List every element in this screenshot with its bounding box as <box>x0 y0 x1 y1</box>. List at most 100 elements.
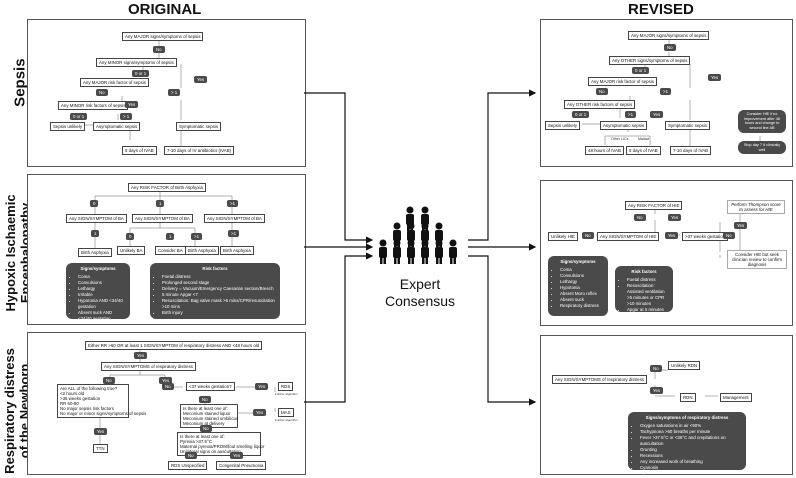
sepsis-r-other-signs: Any OTHER signs/symptoms of sepsis <box>609 56 691 66</box>
sepsis-r-yes2: Yes <box>650 111 664 119</box>
sepsis-r-5days: 5 days of IVAB <box>626 146 661 156</box>
hie-r-no2: No <box>582 232 594 240</box>
hie-r-weeks: >37 weeks gestation <box>682 232 729 242</box>
hie-o-signs-box: Signs/symptoms ComaConvulsionsLethargyIr… <box>66 263 130 321</box>
rdn-o-no2: No <box>162 383 174 391</box>
sepsis-o-gt1: > 1 <box>168 89 181 97</box>
rdn-r-no1: No <box>650 365 662 373</box>
rdn-o-ttn: TTN <box>93 444 108 454</box>
rdn-o-further2: Further algorithm <box>275 418 298 422</box>
sepsis-r-no1: No <box>664 44 676 52</box>
sepsis-r-major-risk: Any MAJOR risk factor of sepsis <box>588 77 657 87</box>
rdn-o-yes1: Yes <box>134 352 148 360</box>
rdn-r-yes1: Yes <box>650 387 664 395</box>
hie-r-consider: Consider HIE but seek clinician review t… <box>727 250 787 270</box>
sepsis-o-5days: 5 days of IVAB <box>122 146 157 156</box>
sepsis-r-malawi: Malawi <box>638 137 650 141</box>
sepsis-o-minor-signs: Any MINOR signs/symptoms of sepsis <box>96 58 177 68</box>
rdn-o-no1: No <box>103 377 115 385</box>
hie-o-risks-box: Risk factors Foetal distressProlonged se… <box>150 263 280 319</box>
hie-r-unlikely: Unlikely HIE <box>548 232 578 242</box>
sepsis-r-0or1: 0 or 1 <box>632 67 650 75</box>
hie-r-perform: Perform Thompson score to assess for HIE <box>727 200 785 215</box>
rdn-o-inf: Is there at least one of: Pyrexia >37.5°… <box>177 432 264 457</box>
original-header: ORIGINAL <box>128 1 202 18</box>
sepsis-r-48hrs: 48 hours of IVAB <box>585 146 624 156</box>
sepsis-o-yes1: Yes <box>194 76 208 84</box>
rdn-o-all-true: Are ALL of the following true? <2 hours … <box>57 384 146 419</box>
sepsis-original-panel <box>27 19 306 167</box>
rdn-r-management: Management <box>720 393 752 403</box>
hie-r-risk: Any RISK FACTOR of HIE <box>625 201 683 211</box>
hie-r-no3: No <box>723 232 735 240</box>
sepsis-r-stop: Stop day 7 if clinically well <box>738 141 786 155</box>
rdn-o-congenital: Congenital Pneumonia <box>216 461 267 471</box>
sepsis-o-major-risk: Any MAJOR risk factor of sepsis <box>80 78 149 88</box>
hie-o-ba3: Birth Asphyxia <box>220 246 254 256</box>
sepsis-r-unlikely: Sepsis unlikely <box>545 121 581 131</box>
rdn-o-yes3: Yes <box>255 383 269 391</box>
sepsis-o-asymp: Asymptomatic sepsis <box>93 122 141 132</box>
sepsis-r-710days: 7-10 days of IVAB <box>670 146 712 156</box>
sepsis-o-0or1: 0 or 1 <box>132 70 150 78</box>
sepsis-o-minor-risk: Any MINOR risk factors of sepsis <box>58 101 129 111</box>
rdn-o-weeks: <37 weeks gestation? <box>186 382 235 392</box>
rdn-o-rds: RDS <box>278 382 294 392</box>
hie-r-signs-box: Signs/symptoms ComaConvulsionsLethargyHy… <box>548 256 608 316</box>
sepsis-o-yes2: Yes <box>125 101 139 109</box>
sepsis-o-gt1b: > 1 <box>120 113 133 121</box>
sepsis-r-no2: No <box>596 88 608 96</box>
people-icon <box>379 206 457 264</box>
sepsis-o-no1: No <box>153 46 165 54</box>
rdn-r-signs-box: Signs/symptoms of respiratory distress O… <box>628 412 746 475</box>
hie-o-n1: 1 <box>91 230 100 238</box>
sepsis-o-7days: 7-10 days of IV antibiotics (IVAB) <box>164 146 235 156</box>
sepsis-r-major-signs: Any MAJOR signs/symptoms of sepsis <box>628 31 710 41</box>
rdn-o-no4: No <box>200 425 212 433</box>
sepsis-r-gt1b: >1 <box>625 111 637 119</box>
rdn-o-yes4: Yes <box>253 409 267 417</box>
rdn-r-any-signs: Any SIGN/SYMPTOMS of respiratory distres… <box>552 375 647 385</box>
hie-o-ba1: Birth Asphyxia <box>78 248 112 258</box>
hie-o-n0: 0 <box>126 233 135 241</box>
hie-r-yes1: Yes <box>668 214 682 222</box>
sepsis-o-symp: Symptomatic sepsis <box>176 122 222 132</box>
sepsis-o-0or1b: 0 or 1 <box>70 113 88 121</box>
sepsis-r-yes1: Yes <box>708 74 722 82</box>
rdn-r-unlikely: Unlikely RDN <box>668 361 701 371</box>
sepsis-r-0or1b: 0 or 1 <box>572 111 590 119</box>
rdn-o-yes2: Yes <box>159 377 173 385</box>
sepsis-r-symp: Symptomatic sepsis <box>665 121 711 131</box>
hie-o-1: 1 <box>156 200 165 208</box>
hie-o-sign-b: Any SIGN/SYMPTOM of BA <box>132 214 193 224</box>
rdn-o-ttn-yes: Yes <box>94 428 108 436</box>
hie-r-yes2: Yes <box>665 232 679 240</box>
sepsis-r-other-lics: Other LICs <box>611 137 629 141</box>
hie-r-sign: Any SIGN/SYMPTOM of HIE <box>597 232 660 242</box>
rdn-o-any-signs: Any SIGN/SYMPTOMS of respiratory distres… <box>101 362 196 372</box>
hie-r-no1: No <box>634 214 646 222</box>
rdn-o-rds-unspecified: RDS Unspecified <box>168 461 208 471</box>
hie-o-0: 0 <box>90 200 99 208</box>
hie-o-gt1: >1 <box>227 200 239 208</box>
hie-r-yes3: Yes <box>734 222 748 230</box>
hie-o-ba2: Birth Asphyxia <box>185 246 219 256</box>
hie-o-consider: Consider BA <box>155 246 186 256</box>
rdn-o-no5: No <box>185 452 197 460</box>
hie-r-risks-box: Risk factors Foetal distressResuscitatio… <box>615 266 673 318</box>
revised-header: REVISED <box>628 1 694 18</box>
rdn-o-mas: MAS <box>278 408 294 418</box>
hie-o-unlikely: Unlikely BA <box>117 246 146 256</box>
sepsis-o-major-signs: Any MAJOR signs/symptoms of sepsis <box>122 32 204 42</box>
rdn-o-yes5: Yes <box>230 452 244 460</box>
rdn-o-either: Either RR >60 OR at least 1 SIGN/SYMPTOM… <box>85 341 263 351</box>
rdn-r-rdn: RDN <box>680 393 696 403</box>
sepsis-o-no2: No <box>96 89 108 97</box>
hie-o-sign-c: Any SIGN/SYMPTOM of BA <box>204 214 265 224</box>
sepsis-r-consider: Consider HIE if no improvement after 48 … <box>738 110 786 133</box>
rdn-o-mec: Is there at least one of: Meconium stain… <box>180 404 238 429</box>
sepsis-o-unlikely: Sepsis unlikely <box>50 122 86 132</box>
hie-o-risk: Any RISK FACTOR of Birth Asphyxia <box>128 183 206 193</box>
sepsis-r-asymp: Asymptomatic sepsis <box>600 121 648 131</box>
